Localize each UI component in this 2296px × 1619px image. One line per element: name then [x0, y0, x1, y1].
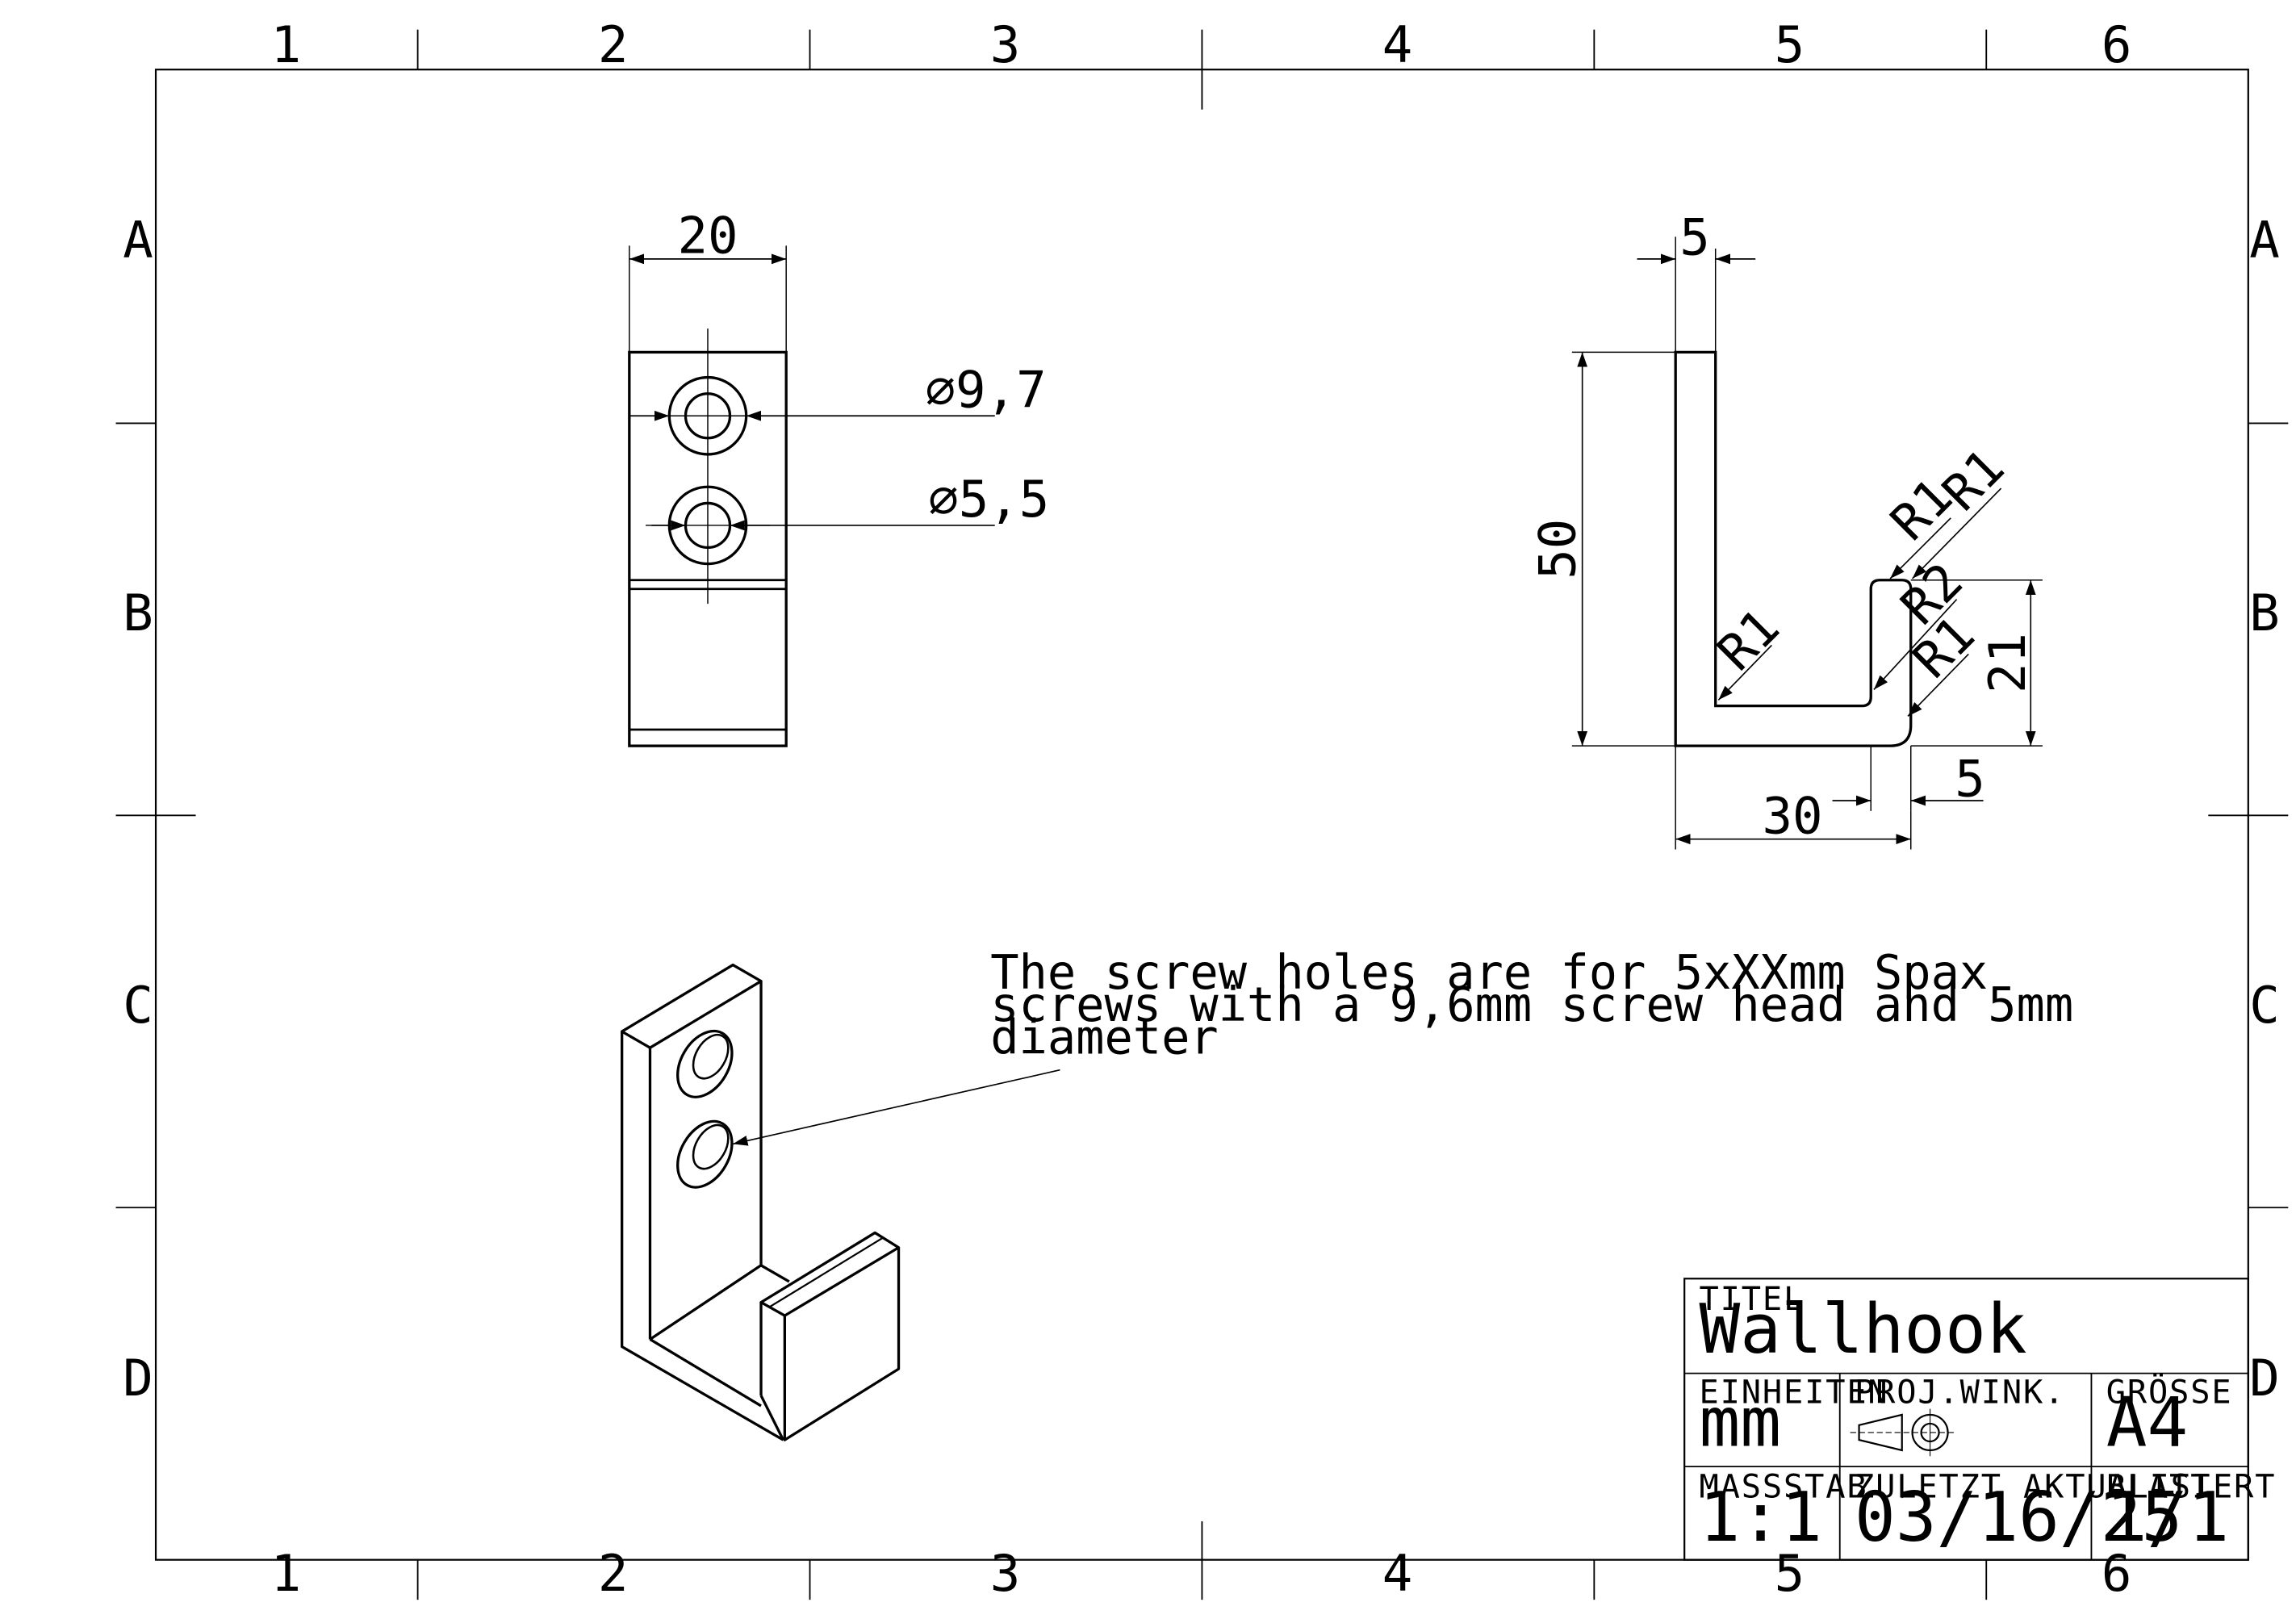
row-label-left: A	[123, 211, 153, 270]
dimension-lip-height: 21	[1978, 633, 2037, 693]
updated-label: ZULETZT AKTUALISIERT	[1855, 1468, 2276, 1506]
title-block: TITEL Wallhook EINHEITEN mm PROJ.WINK. G…	[1683, 1278, 2276, 1561]
scale-value: 1:1	[1700, 1478, 1822, 1557]
note-line: screws with a 9,6mm screw head and 5mm	[990, 977, 2073, 1032]
drawing-title: Wallhook	[1700, 1290, 2027, 1369]
updated-value: 03/16/25	[1855, 1478, 2182, 1557]
column-label-top: 3	[990, 15, 1021, 74]
dimension-depth: 30	[1763, 786, 1823, 845]
column-label-bottom: 4	[1382, 1544, 1413, 1603]
row-label-right: C	[2249, 976, 2280, 1035]
sheet-frame	[115, 29, 2289, 1600]
third-angle-projection-icon	[1850, 1408, 1957, 1457]
column-label-bottom: 1	[271, 1544, 302, 1603]
units-value: mm	[1700, 1383, 1782, 1462]
size-value: A4	[2106, 1383, 2189, 1462]
column-label-bottom: 5	[1775, 1544, 1805, 1603]
column-label-top: 2	[598, 15, 629, 74]
dimension-thickness: 5	[1679, 207, 1710, 266]
column-label-top: 4	[1382, 15, 1413, 74]
column-label-top: 5	[1775, 15, 1805, 74]
isometric-view	[620, 963, 901, 1441]
zone-labels: 1 2 3 4 5 6 1 2 3 4 5 6 A B C D A B C D	[123, 15, 2279, 1603]
title-label: TITEL	[1700, 1280, 1805, 1318]
dimension-head-diameter: ⌀9,7	[926, 360, 1047, 419]
projection-label: PROJ.WINK.	[1855, 1373, 2065, 1411]
dimension-lip-thickness: 5	[1955, 749, 1985, 808]
row-label-right: D	[2249, 1349, 2280, 1408]
screw-note: The screw holes are for 5xXXmm Spax scre…	[732, 945, 2073, 1146]
column-label-bottom: 6	[2102, 1544, 2132, 1603]
note-line: diameter	[990, 1010, 1219, 1065]
sheet-value: 1/1	[2106, 1478, 2229, 1557]
dimension-height: 50	[1529, 519, 1587, 579]
note-line: The screw holes are for 5xXXmm Spax	[990, 945, 1988, 1000]
column-label-bottom: 3	[990, 1544, 1021, 1603]
side-view: 5 50 21 5 30 R1 R1 R1 R2 R1	[1529, 207, 2043, 850]
column-label-top: 1	[271, 15, 302, 74]
scale-label: MASSSTAB	[1700, 1468, 1868, 1506]
row-label-left: C	[123, 976, 153, 1035]
row-label-left: D	[123, 1349, 153, 1408]
radius-label: R1	[1706, 597, 1791, 682]
dimension-hole-diameter: ⌀5,5	[928, 470, 1049, 529]
units-label: EINHEITEN	[1700, 1373, 1889, 1411]
row-label-left: B	[123, 584, 153, 642]
row-label-right: B	[2249, 584, 2280, 642]
row-label-right: A	[2249, 211, 2280, 270]
column-label-top: 6	[2102, 15, 2132, 74]
size-label: GRÖSSE	[2106, 1372, 2233, 1411]
front-view: 20 ⌀9,7 ⌀5,5	[628, 207, 1049, 747]
dimension-width: 20	[677, 207, 738, 266]
column-label-bottom: 2	[598, 1544, 629, 1603]
sheet-label: BLATT	[2106, 1468, 2212, 1506]
